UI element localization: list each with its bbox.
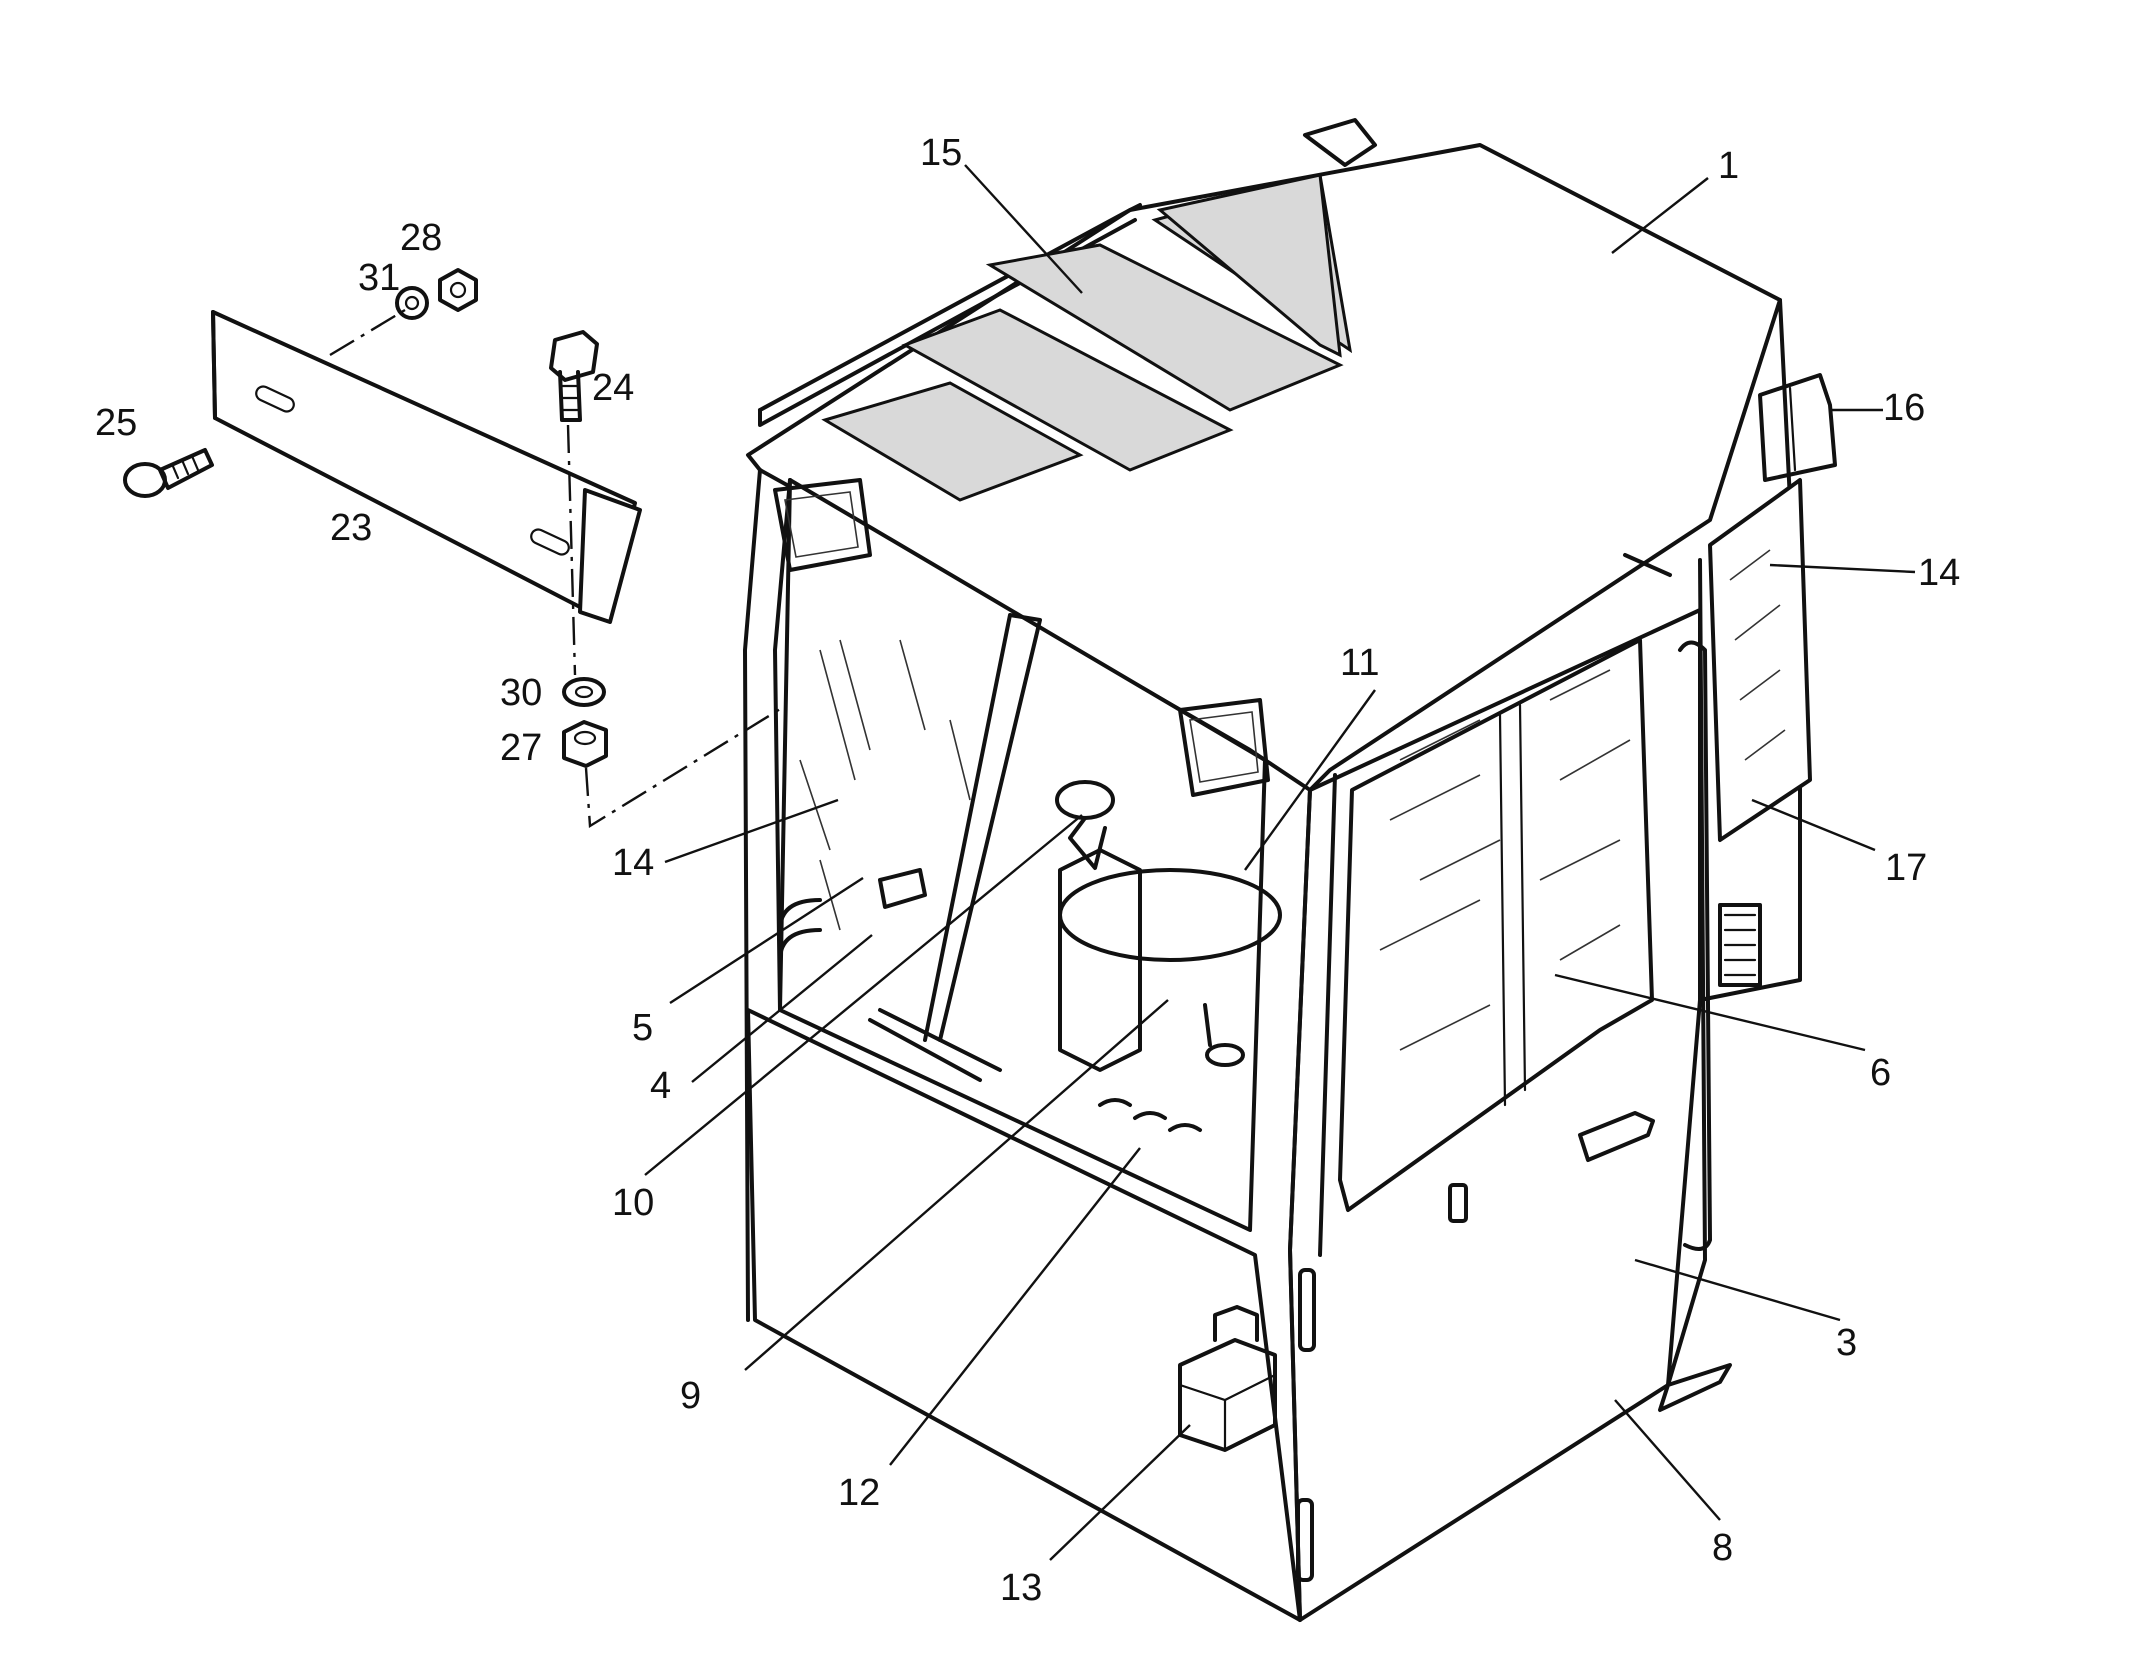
glass-hatching [799, 549, 1786, 1051]
cab-body [743, 143, 1812, 1622]
washer-31 [395, 286, 429, 320]
callout-9: 9 [680, 1375, 701, 1417]
step-plate [1658, 1363, 1732, 1412]
leader-lines [644, 164, 1916, 1561]
mirror-16 [1758, 373, 1837, 482]
callout-13: 13 [1000, 1567, 1042, 1609]
callout-27: 27 [500, 727, 542, 769]
callout-6: 6 [1870, 1052, 1891, 1094]
callout-11: 11 [1340, 642, 1379, 684]
wiper-arm [923, 613, 1042, 1042]
callout-14: 14 [612, 842, 654, 884]
bolt-24 [549, 330, 599, 422]
callout-8: 8 [1712, 1527, 1733, 1569]
callout-17: 17 [1885, 847, 1927, 889]
cab-interior [778, 613, 1282, 1132]
roof-insulation-pads [821, 173, 1353, 502]
callout-31: 31 [358, 257, 400, 299]
callout-14: 14 [1918, 552, 1960, 594]
front-windshield [778, 478, 1267, 1232]
callout-24: 24 [592, 367, 634, 409]
callout-23: 23 [330, 507, 372, 549]
bracket-flange [578, 488, 642, 624]
roof-hook [1303, 118, 1377, 167]
callout-4: 4 [650, 1065, 671, 1107]
mounting-bracket-assembly [123, 268, 1142, 829]
work-lamp-front-right [1178, 698, 1270, 797]
work-lamp-front-left [773, 478, 872, 572]
nut-28 [438, 268, 478, 312]
callout-5: 5 [632, 1007, 653, 1049]
callout-10: 10 [612, 1182, 654, 1224]
callout-25: 25 [95, 402, 137, 444]
door-handle [1578, 1111, 1655, 1162]
screw-25 [123, 448, 214, 498]
callout-1: 1 [1718, 145, 1739, 187]
washer-30 [562, 677, 606, 707]
callout-3: 3 [1836, 1322, 1857, 1364]
floor-pedals [1098, 1098, 1202, 1132]
callout-30: 30 [500, 672, 542, 714]
callout-28: 28 [400, 217, 442, 259]
steering-wheel [1058, 868, 1282, 962]
callout-12: 12 [838, 1472, 880, 1514]
callout-16: 16 [1883, 387, 1925, 429]
door-window [1338, 638, 1654, 1212]
callout-15: 15 [920, 132, 962, 174]
callout-labels: 1 15 16 14 14 17 11 6 3 8 13 12 9 10 4 5… [95, 132, 1960, 1609]
rear-side-window-frame [1708, 478, 1812, 842]
nut-27 [562, 720, 608, 768]
